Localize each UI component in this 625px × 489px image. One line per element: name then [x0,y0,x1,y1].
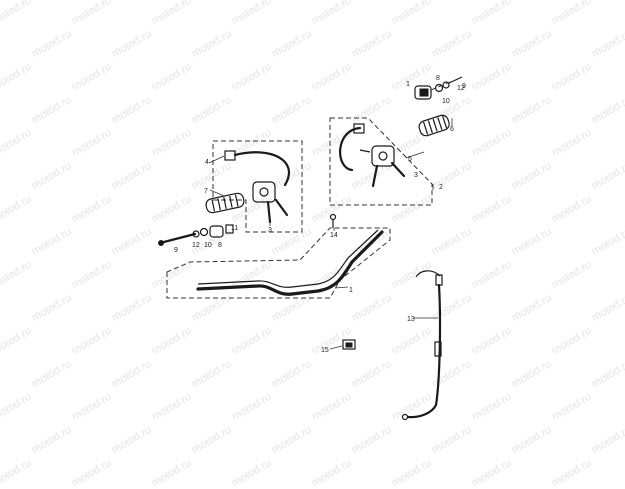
callout-12-left: 12 [192,242,200,249]
throttle-cable-top-end [415,270,441,278]
left-grip-ribs [211,194,239,212]
callout-1-bar: 1 [349,287,353,294]
callout-labels: 1 8 12 10 9 6 5 3 2 14 4 7 3 11 9 12 10 … [174,75,466,354]
assembly-axis-top [430,81,451,91]
callout-9-left: 9 [174,247,178,254]
bar-end-weight-left [209,225,224,238]
right-switch-housing [371,145,395,167]
callout-15: 15 [321,347,329,354]
pin-14 [329,213,337,228]
right-switch-group-box [329,117,433,206]
right-grip-end-assembly [414,76,463,100]
callout-2: 2 [439,184,443,191]
left-switch-knob [259,187,269,197]
clip-15-fill [345,342,353,348]
right-switch-screw-b [390,161,406,178]
left-switch-screw-a [266,200,272,224]
callout-9-top: 9 [462,83,466,90]
handlebar-back [197,229,379,288]
right-grip [418,114,450,137]
callout-10-top: 10 [442,98,450,105]
washer-12-left [192,230,200,238]
right-switch-connector [353,123,365,134]
bolt-9-top [448,76,463,84]
left-switch-group-box [212,140,303,233]
right-switch-assembly [339,123,406,188]
left-grip [205,192,245,214]
throttle-cable-line [406,283,442,419]
throttle-cable-mid-sleeve [434,341,442,357]
insert-left [225,224,234,234]
callout-5: 5 [408,156,412,163]
handlebar-group-box [166,227,391,299]
callout-14: 14 [330,232,338,239]
throttle-cable-bottom-end [401,413,409,421]
callout-8-top: 8 [436,75,440,82]
callout-6: 6 [450,126,454,133]
right-grip-ribs [423,115,448,135]
right-switch-lever [359,149,371,153]
callout-3-right: 3 [414,172,418,179]
left-switch-housing [252,181,276,203]
washer-10-left [199,227,209,237]
leader-lines [208,118,453,350]
bar-end-weight [414,85,432,100]
left-grip-end-assembly [158,224,234,246]
right-switch-knob [378,151,388,161]
clip-15 [342,339,356,350]
left-switch-screw-b [274,198,289,217]
throttle-cable [401,270,443,421]
bolt-9-left [158,232,197,245]
right-grip-body [418,114,450,137]
bolt-9-left-head [158,240,164,246]
callout-13: 13 [407,316,415,323]
callout-1-top: 1 [406,81,410,88]
callout-7: 7 [204,188,208,195]
left-switch-wire [233,151,291,187]
callout-10-left: 10 [204,242,212,249]
handlebar-front [196,230,384,296]
callout-11: 11 [231,225,238,232]
right-switch-wire-loop [339,126,362,172]
callout-4: 4 [205,159,209,166]
callout-8-left: 8 [218,242,222,249]
exploded-parts-diagram: 1 8 12 10 9 6 5 3 2 14 4 7 3 11 9 12 10 … [158,75,466,421]
left-switch-assembly [224,150,291,224]
callout-3-left: 3 [268,227,272,234]
right-switch-screw-a [371,164,379,188]
left-switch-connector [224,150,236,161]
callout-12-top: 12 [457,85,465,92]
throttle-cable-top-adjuster [435,274,443,286]
bar-end-weight-shade [419,88,429,97]
